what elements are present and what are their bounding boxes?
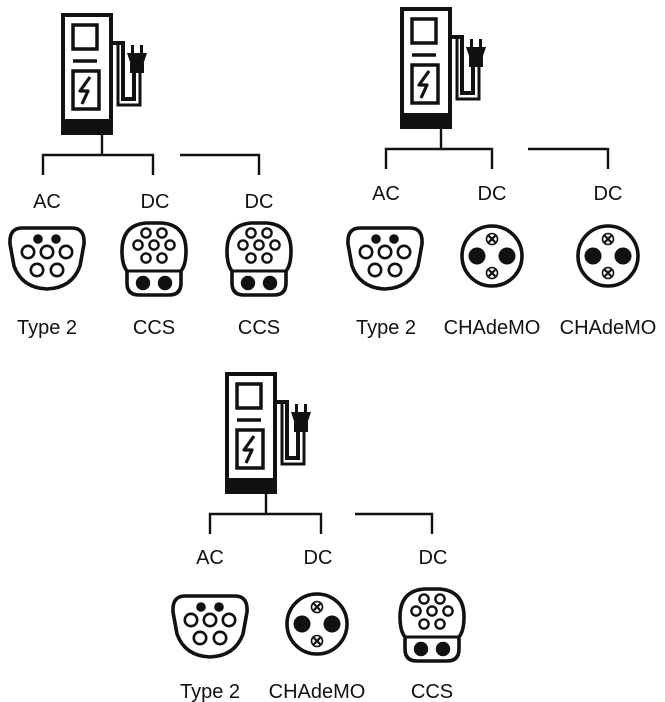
connector-label-chademo: CHAdeMO <box>560 317 657 339</box>
chademo-connector-icon <box>285 592 349 656</box>
chademo-connector-icon <box>576 224 640 288</box>
charging-station-3: AC DC DC Type 2 CHAdeMO CCS <box>171 372 466 702</box>
ccs-connector-icon <box>120 221 188 297</box>
type2-connector-icon <box>346 226 424 291</box>
ccs-connector-icon <box>398 587 466 663</box>
current-label-ac: AC <box>33 191 61 213</box>
current-label-dc: DC <box>478 183 507 205</box>
charging-pump-icon <box>223 372 313 496</box>
current-label-dc: DC <box>245 191 274 213</box>
ccs-connector-icon <box>225 221 293 297</box>
charging-pump-icon <box>398 7 488 131</box>
connector-label-chademo: CHAdeMO <box>444 317 541 339</box>
connector-label-type2: Type 2 <box>17 317 77 339</box>
current-label-dc: DC <box>304 547 333 569</box>
type2-connector-icon <box>171 594 249 659</box>
connector-label-ccs: CCS <box>411 681 453 702</box>
current-label-dc: DC <box>594 183 623 205</box>
bracket-lines <box>208 494 434 534</box>
bracket-lines <box>41 135 261 175</box>
connector-label-chademo: CHAdeMO <box>269 681 366 702</box>
charging-pump-icon <box>59 13 149 137</box>
charging-station-2: AC DC DC Type 2 CHAdeMO CHAdeMO <box>346 7 657 339</box>
connector-label-type2: Type 2 <box>356 317 416 339</box>
current-label-ac: AC <box>196 547 224 569</box>
connector-label-ccs: CCS <box>133 317 175 339</box>
connector-label-ccs: CCS <box>238 317 280 339</box>
connector-label-type2: Type 2 <box>180 681 240 702</box>
current-label-ac: AC <box>372 183 400 205</box>
charging-station-1: AC DC DC Type 2 CCS CCS <box>8 13 293 339</box>
bracket-lines <box>384 129 610 169</box>
chademo-connector-icon <box>460 224 524 288</box>
current-label-dc: DC <box>141 191 170 213</box>
type2-connector-icon <box>8 226 86 291</box>
current-label-dc: DC <box>419 547 448 569</box>
